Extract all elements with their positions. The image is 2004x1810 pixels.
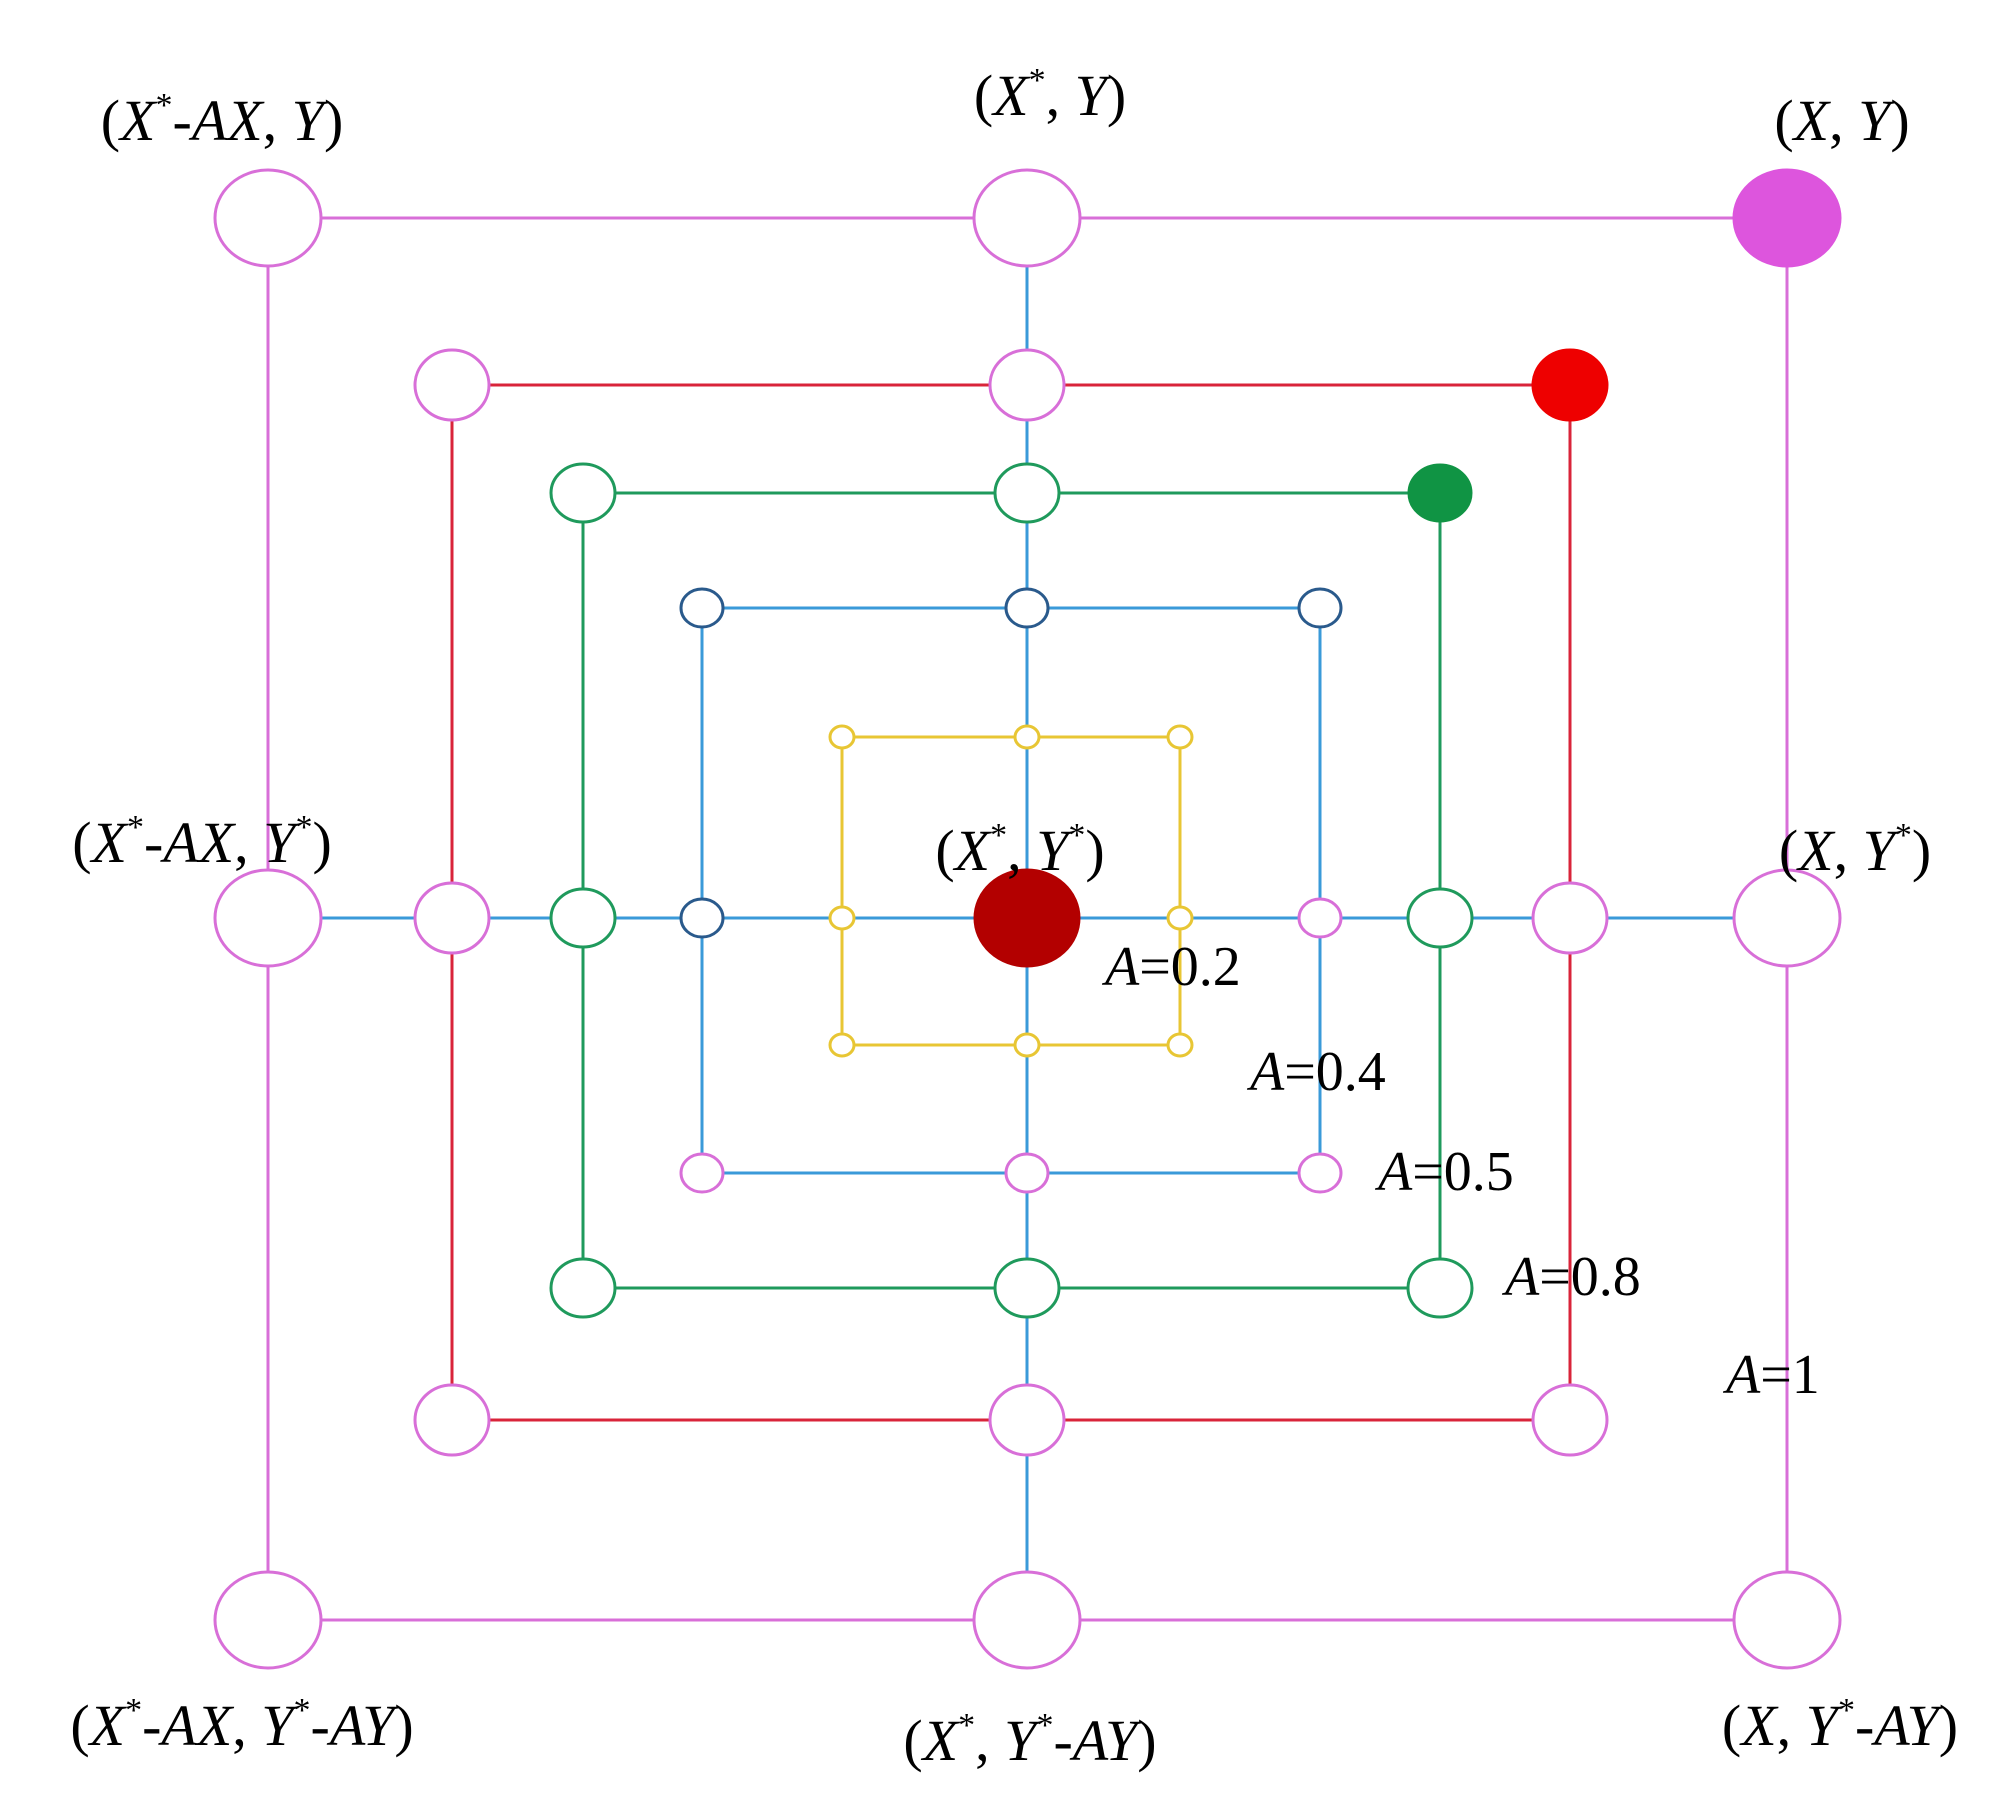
square-a0-4-node-ml	[679, 897, 725, 939]
square-a0-5-node-tr	[1407, 463, 1473, 523]
coordinate-labels: (X*-AX, Y) (X*, Y) (X, Y) (X*-AX, Y*) (X…	[70, 62, 1958, 1773]
square-a0-2-node-bl	[828, 1032, 856, 1058]
square-a1-node-tl	[213, 168, 323, 268]
square-a0-5-node-bl	[549, 1257, 617, 1319]
a-label-0-8: A=0.8	[1501, 1246, 1641, 1308]
square-a0-4-node-bc	[1004, 1152, 1050, 1194]
square-a0-2-node-tc	[1013, 724, 1041, 750]
square-a0-2-node-bc	[1013, 1032, 1041, 1058]
square-a0-5-node-bc	[993, 1257, 1061, 1319]
square-a0-8-node-br	[1531, 1383, 1609, 1457]
square-a0-2-node-br	[1166, 1032, 1194, 1058]
square-a0-2-node-ml	[828, 905, 856, 931]
label-center: (X*, Y*)	[935, 817, 1104, 883]
a-label-0-4: A=0.4	[1246, 1041, 1386, 1103]
square-a1-node-tc	[972, 168, 1082, 268]
label-mid-left: (X*-AX, Y*)	[72, 809, 332, 875]
square-a0-4-node-mr	[1297, 897, 1343, 939]
square-a0-4-node-tc	[1004, 587, 1050, 629]
square-a0-8-node-tr	[1531, 348, 1609, 422]
square-a0-5-node-mr	[1406, 887, 1474, 949]
label-top-center: (X*, Y)	[974, 62, 1126, 128]
square-a0-4-node-bl	[679, 1152, 725, 1194]
a-label-0-5: A=0.5	[1374, 1141, 1514, 1203]
square-a0-5-node-tc	[993, 462, 1061, 524]
center-point-node	[973, 868, 1081, 968]
square-a0-8-node-bl	[413, 1383, 491, 1457]
square-a0-5-node-br	[1406, 1257, 1474, 1319]
a-value-labels: A=0.2 A=0.4 A=0.5 A=0.8 A=1	[1101, 936, 1820, 1406]
a-label-0-2: A=0.2	[1101, 936, 1241, 998]
square-a1-node-br	[1732, 1570, 1842, 1670]
label-bottom-right: (X, Y*-AY)	[1722, 1692, 1958, 1758]
label-top-left: (X*-AX, Y)	[101, 87, 344, 153]
square-a0-8-node-bc	[988, 1383, 1066, 1457]
label-bottom-left: (X*-AX, Y*-AY)	[70, 1692, 413, 1758]
square-a0-8-node-ml	[413, 881, 491, 955]
square-a1-node-ml	[213, 868, 323, 968]
square-a1-node-tr	[1732, 168, 1842, 268]
label-top-right: (X, Y)	[1774, 88, 1909, 153]
label-mid-right: (X, Y*)	[1779, 817, 1931, 883]
square-a0-4-node-tr	[1297, 587, 1343, 629]
label-bottom-center: (X*, Y*-AY)	[903, 1707, 1156, 1773]
square-a1-node-bc	[972, 1570, 1082, 1670]
square-a0-4-node-tl	[679, 587, 725, 629]
grid-nodes	[213, 168, 1842, 1670]
square-a0-4-node-br	[1297, 1152, 1343, 1194]
square-a1-node-mr	[1732, 868, 1842, 968]
square-a0-2-node-tr	[1166, 724, 1194, 750]
square-a0-5-node-ml	[549, 887, 617, 949]
square-a0-8-node-mr	[1531, 881, 1609, 955]
square-a0-2-node-mr	[1166, 905, 1194, 931]
a-label-1: A=1	[1722, 1344, 1820, 1406]
square-a1-node-bl	[213, 1570, 323, 1670]
square-a0-8-node-tl	[413, 348, 491, 422]
square-a0-8-node-tc	[988, 348, 1066, 422]
square-a0-5-node-tl	[549, 462, 617, 524]
square-a0-2-node-tl	[828, 724, 856, 750]
